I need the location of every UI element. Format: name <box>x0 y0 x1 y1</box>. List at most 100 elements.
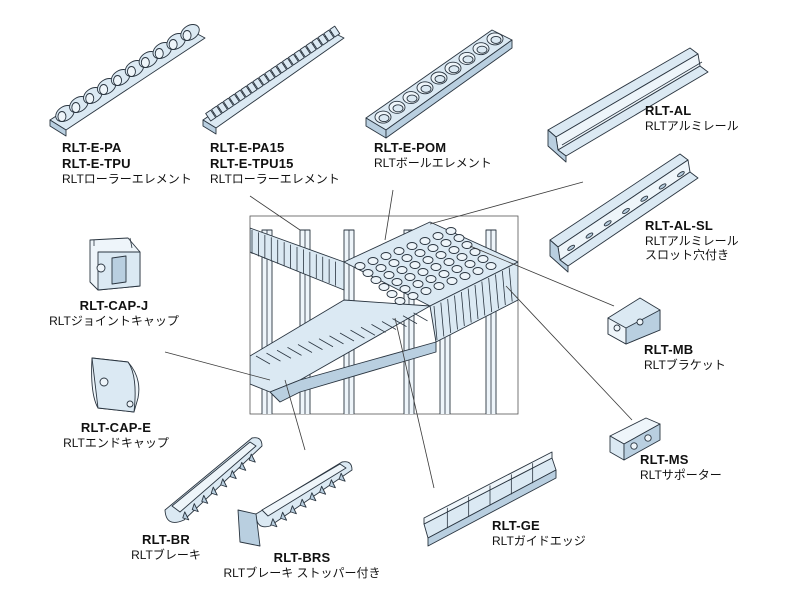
roller-line-shape <box>433 305 438 341</box>
roller-line-shape <box>318 338 334 348</box>
rlt-cap-j-illustration <box>89 237 141 291</box>
brake-tooth-shape <box>191 503 199 513</box>
ball-shape <box>388 259 400 267</box>
ball-shape <box>392 104 404 113</box>
roller-line-shape <box>329 335 344 345</box>
rlt-e-pom-illustration <box>365 29 513 139</box>
roller-line-shape <box>392 318 407 327</box>
roller-shape <box>305 41 317 54</box>
roller-shape <box>252 77 264 90</box>
brake-tooth-shape <box>270 518 278 528</box>
roller-shape <box>317 33 329 46</box>
part-code: RLT-AL-SL <box>645 218 713 233</box>
ball-shape <box>419 237 431 245</box>
part-code: RLT-MB <box>644 342 694 357</box>
part-description: RLTローラーエレメント <box>62 171 192 186</box>
part-description: RLTアルミレール <box>645 233 739 248</box>
ball-shape <box>477 255 489 263</box>
ball-shape <box>464 260 476 268</box>
slot-shape <box>658 183 667 190</box>
roller-shape <box>205 109 217 122</box>
part-description: RLTアルミレール <box>645 118 739 133</box>
rlt-ge-illustration <box>423 451 557 547</box>
roller-shape <box>276 61 288 74</box>
roller-shape <box>211 105 223 118</box>
roller-line-shape <box>255 355 271 365</box>
ball-shape <box>443 258 455 266</box>
roller-line-shape <box>276 349 292 359</box>
brake-tooth-shape <box>220 478 228 488</box>
leader-lines <box>164 181 633 489</box>
brake-tooth-shape <box>328 479 336 489</box>
roller-line-shape <box>481 281 486 316</box>
ball-shape <box>440 239 452 247</box>
ball-shape <box>461 241 473 249</box>
roller-shape <box>182 30 192 41</box>
part-code: RLT-E-PA15 <box>210 140 285 155</box>
ball-shape <box>490 35 502 44</box>
brake-tooth-shape <box>248 453 256 463</box>
label-rlt-e-pom: RLT-E-POM RLTボールエレメント <box>374 140 492 170</box>
roller-shape <box>287 53 299 66</box>
roller-line-shape <box>266 352 281 362</box>
rlt-brs-illustration <box>237 461 353 547</box>
roller-line-shape <box>440 302 445 337</box>
ball-shape <box>391 278 403 286</box>
roller-shape <box>329 25 341 38</box>
brake-tooth-shape <box>309 492 317 502</box>
part-code: RLT-E-PA <box>62 140 122 155</box>
roller-line-shape <box>402 315 418 325</box>
ball-shape <box>445 227 457 235</box>
ball-shape <box>417 268 429 276</box>
ball-shape <box>407 292 419 300</box>
part-description: RLTブレーキ ストッパー付き <box>223 565 381 580</box>
roller-shape <box>282 57 293 70</box>
roller-shape <box>240 85 252 98</box>
part-code: RLT-CAP-J <box>79 298 149 313</box>
roller-line-shape <box>501 270 506 306</box>
roller-shape <box>126 66 136 77</box>
roller-shape <box>154 48 164 59</box>
ball-shape <box>420 287 432 295</box>
roller-shape <box>270 65 282 78</box>
rlt-cap-e-illustration <box>91 357 140 413</box>
roller-line-shape <box>460 291 465 327</box>
rlt-ms-illustration <box>609 417 661 461</box>
ball-shape <box>476 45 488 54</box>
roller-line-shape <box>308 341 323 350</box>
part-code: RLT-E-TPU <box>62 155 131 171</box>
label-rlt-e-pa15: RLT-E-PA15 RLT-E-TPU15 RLTローラーエレメント <box>210 140 340 186</box>
ball-shape <box>451 265 463 273</box>
ball-shape <box>453 234 465 242</box>
ball-shape <box>354 262 366 270</box>
part-description: RLTブレーキ <box>131 547 201 562</box>
slot-shape <box>622 207 630 215</box>
brake-tooth-shape <box>319 485 327 495</box>
roller-shape <box>71 102 81 113</box>
ball-shape <box>432 232 444 240</box>
part-code: RLT-BRS <box>273 550 331 565</box>
label-rlt-e-pa: RLT-E-PA RLT-E-TPU RLTローラーエレメント <box>62 140 192 186</box>
label-rlt-brs: RLT-BRS RLTブレーキ ストッパー付き <box>212 550 392 580</box>
roller-shape <box>57 111 67 122</box>
ball-shape <box>362 269 374 277</box>
rlt-al-illustration <box>547 47 709 163</box>
ball-shape <box>446 277 458 285</box>
roller-line-shape <box>474 284 479 320</box>
roller-line-shape <box>339 332 355 342</box>
roller-shape <box>85 93 95 104</box>
part-description: RLTガイドエッジ <box>492 533 586 548</box>
roller-line-shape <box>413 312 428 322</box>
label-rlt-ms: RLT-MS RLTサポーター <box>640 452 722 482</box>
part-code: RLT-GE <box>492 518 540 533</box>
rlt-br-illustration <box>164 437 263 523</box>
ball-shape <box>409 261 421 269</box>
roller-shape <box>246 81 258 94</box>
part-code: RLT-E-POM <box>374 140 447 155</box>
roller-shape <box>222 97 234 110</box>
slot-shape <box>676 171 685 178</box>
rlt-e-pa15-illustration <box>202 25 345 135</box>
roller-line-shape <box>287 347 302 356</box>
ball-shape <box>370 276 382 284</box>
